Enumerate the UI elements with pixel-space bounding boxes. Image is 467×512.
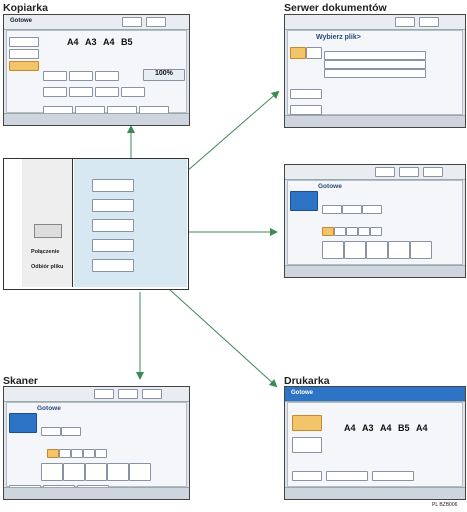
fax-top-btn-1[interactable]: [375, 167, 395, 177]
scanner-tab-2[interactable]: [61, 427, 81, 436]
copier-status: Gotowe: [10, 18, 32, 24]
scanner-dest-2[interactable]: [63, 463, 85, 481]
scanner-key-2[interactable]: [59, 449, 71, 458]
printer-label: Drukarka: [284, 375, 330, 387]
copier-option-7[interactable]: [121, 87, 145, 97]
copier-zoom-box[interactable]: [143, 69, 185, 81]
printer-paper-5: A4: [416, 423, 428, 433]
fax-dest-3[interactable]: [366, 241, 388, 259]
copier-option-5[interactable]: [69, 87, 93, 97]
fax-key-4[interactable]: [358, 227, 370, 236]
printer-bottom-btn-2[interactable]: [326, 471, 368, 481]
scanner-dest-3[interactable]: [85, 463, 107, 481]
server-view-btn-1[interactable]: [290, 47, 306, 59]
device-scanner-key[interactable]: [92, 259, 134, 272]
server-screen: Wybierz plik>: [284, 14, 466, 128]
copier-paper-3[interactable]: A4: [103, 37, 115, 47]
scanner-screen: Gotowe: [3, 386, 190, 500]
server-file-row-2[interactable]: [324, 60, 426, 69]
fax-key-3[interactable]: [346, 227, 358, 236]
copier-paper-4[interactable]: B5: [121, 37, 133, 47]
printer-status: Gotowe: [291, 390, 313, 396]
copier-option-2[interactable]: [69, 71, 93, 81]
device-fax-key[interactable]: [92, 219, 134, 232]
fax-dest-1[interactable]: [322, 241, 344, 259]
device-server-key[interactable]: [92, 199, 134, 212]
copier-option-3[interactable]: [95, 71, 119, 81]
scanner-dest-1[interactable]: [41, 463, 63, 481]
scanner-label: Skaner: [3, 375, 39, 387]
scanner-key-1[interactable]: [47, 449, 59, 458]
copier-paper-2[interactable]: A3: [85, 37, 97, 47]
copier-zoom: 100%: [155, 70, 173, 77]
server-top-btn-1[interactable]: [395, 17, 415, 27]
fax-top-btn-2[interactable]: [399, 167, 419, 177]
server-side-btn-2[interactable]: [290, 105, 322, 115]
printer-side-btn-2[interactable]: [292, 437, 322, 453]
server-view-btn-2[interactable]: [306, 47, 322, 59]
copier-paper-1[interactable]: A4: [67, 37, 79, 47]
scanner-top-btn-2[interactable]: [118, 389, 138, 399]
scanner-dest-4[interactable]: [107, 463, 129, 481]
copier-option-4[interactable]: [43, 87, 67, 97]
copier-option-1[interactable]: [43, 71, 67, 81]
copier-top-btn-2[interactable]: [146, 17, 166, 27]
server-file-row-3[interactable]: [324, 69, 426, 78]
footer-code: PL BZB006: [432, 502, 458, 508]
copier-top-btn-1[interactable]: [122, 17, 142, 27]
printer-side-btn-1[interactable]: [292, 415, 322, 431]
printer-screen: Gotowe A4 A3 A4 B5 A4: [284, 386, 466, 500]
scanner-key-4[interactable]: [83, 449, 95, 458]
fax-tab-1[interactable]: [322, 205, 342, 214]
scanner-top-btn-1[interactable]: [94, 389, 114, 399]
copier-side-btn-3[interactable]: [9, 61, 39, 71]
fax-tab-2[interactable]: [342, 205, 362, 214]
fax-top-btn-3[interactable]: [423, 167, 443, 177]
scanner-top-btn-3[interactable]: [142, 389, 162, 399]
server-label: Serwer dokumentów: [284, 2, 387, 14]
fax-tab-3[interactable]: [362, 205, 382, 214]
fax-dest-4[interactable]: [388, 241, 410, 259]
device-printer-key[interactable]: [92, 239, 134, 252]
server-title: Wybierz plik>: [316, 34, 361, 41]
device-left-section: [22, 159, 73, 287]
fax-key-2[interactable]: [334, 227, 346, 236]
fax-dest-2[interactable]: [344, 241, 366, 259]
scanner-key-5[interactable]: [95, 449, 107, 458]
device-connection-label: Połączenie: [31, 249, 60, 255]
fax-key-1[interactable]: [322, 227, 334, 236]
copier-side-btn-2[interactable]: [9, 49, 39, 59]
scanner-status: Gotowe: [37, 405, 61, 412]
device-receive-label: Odbiór pliku: [31, 264, 64, 270]
fax-mode-btn[interactable]: [290, 191, 318, 211]
device-copy-key[interactable]: [92, 179, 134, 192]
printer-paper-3: A4: [380, 423, 392, 433]
server-side-btn-1[interactable]: [290, 89, 322, 99]
scanner-mode-btn[interactable]: [9, 413, 37, 433]
server-file-row-1[interactable]: [324, 51, 426, 60]
device-connect-led: [34, 224, 62, 238]
fax-screen: Gotowe: [284, 164, 466, 278]
printer-bottom-btn-1[interactable]: [292, 471, 322, 481]
server-top-btn-2[interactable]: [419, 17, 439, 27]
fax-key-5[interactable]: [370, 227, 382, 236]
scanner-key-3[interactable]: [71, 449, 83, 458]
printer-paper-4: B5: [398, 423, 410, 433]
device-panel: Połączenie Odbiór pliku: [3, 158, 189, 290]
printer-paper-1: A4: [344, 423, 356, 433]
copier-side-btn-1[interactable]: [9, 37, 39, 47]
copier-option-6[interactable]: [95, 87, 119, 97]
scanner-tab-1[interactable]: [41, 427, 61, 436]
printer-paper-2: A3: [362, 423, 374, 433]
fax-dest-5[interactable]: [410, 241, 432, 259]
scanner-dest-5[interactable]: [129, 463, 151, 481]
copier-label: Kopiarka: [3, 2, 48, 14]
fax-status: Gotowe: [318, 183, 342, 190]
copier-screen: Gotowe A4 A3 A4 B5 100%: [3, 14, 190, 126]
printer-bottom-btn-3[interactable]: [372, 471, 414, 481]
